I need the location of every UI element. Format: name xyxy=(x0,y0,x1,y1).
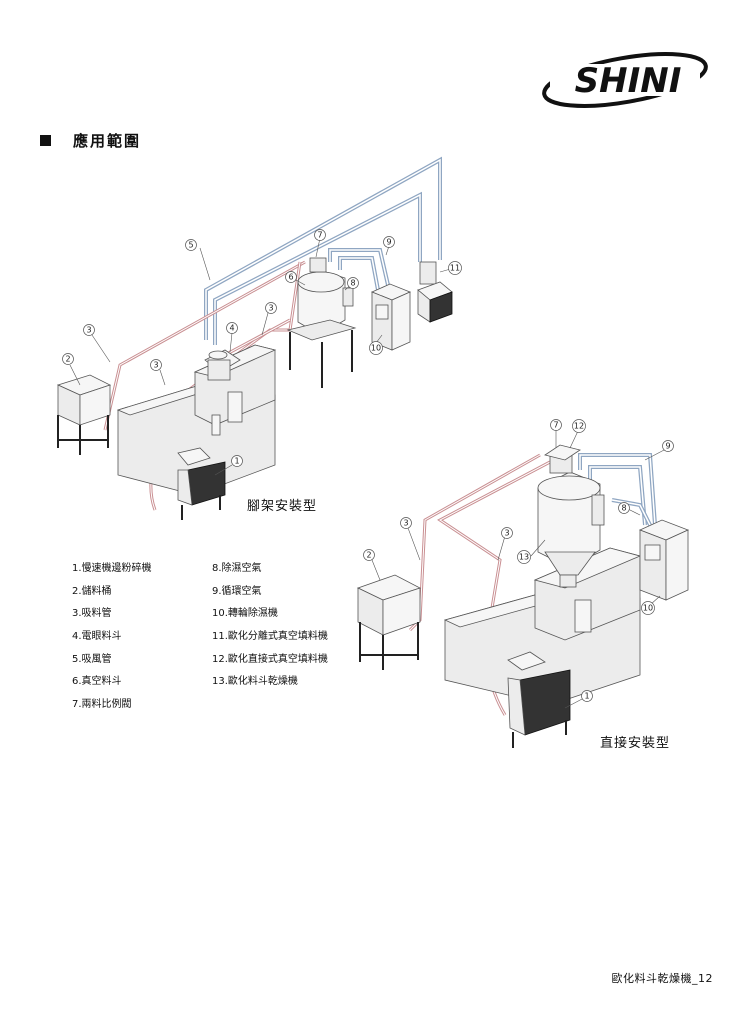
svg-text:3: 3 xyxy=(403,519,408,528)
callout-bottom-13: 13 xyxy=(517,550,531,564)
callout-top-3b: 3 xyxy=(150,359,162,371)
callout-bottom-3a: 3 xyxy=(400,517,412,529)
callout-top-5: 5 xyxy=(185,239,197,251)
callout-top-3c: 3 xyxy=(265,302,277,314)
svg-text:3: 3 xyxy=(504,529,509,538)
caption-stand-type: 腳架安裝型 xyxy=(247,499,318,514)
svg-text:10: 10 xyxy=(371,344,381,353)
section-header: 應用範圍 xyxy=(40,130,141,151)
svg-text:2: 2 xyxy=(65,355,70,364)
bottom-callouts: 1 2 3 3 7 8 9 10 12 13 xyxy=(363,419,674,709)
section-bullet xyxy=(40,135,51,146)
callout-top-9: 9 xyxy=(383,236,395,248)
callout-top-4: 4 xyxy=(226,322,238,334)
callout-top-6: 6 xyxy=(285,271,297,283)
legend-item: 8.除濕空氣 xyxy=(212,563,262,574)
callout-bottom-7: 7 xyxy=(550,419,562,431)
logo-text: SHINI xyxy=(575,61,682,101)
legend-item: 6.真空料斗 xyxy=(72,676,122,688)
svg-text:8: 8 xyxy=(621,504,626,513)
svg-text:7: 7 xyxy=(553,421,558,430)
svg-text:1: 1 xyxy=(234,457,239,466)
legend-item: 5.吸風管 xyxy=(72,653,112,665)
direct-type-scene: 1 2 3 3 7 8 9 10 12 13 xyxy=(356,419,690,748)
legend-item: 1.慢速機邊粉碎機 xyxy=(72,563,152,574)
svg-text:3: 3 xyxy=(268,304,273,313)
callout-bottom-8: 8 xyxy=(618,502,630,514)
stand-type-scene: 1 2 3 3 3 3 4 5 6 7 8 9 10 11 xyxy=(56,156,462,520)
callout-top-1: 1 xyxy=(231,455,243,467)
callout-bottom-9: 9 xyxy=(662,440,674,452)
legend-item: 11.歐化分離式真空填料機 xyxy=(212,631,328,643)
legend-item: 13.歐化料斗乾燥機 xyxy=(212,676,298,688)
callout-top-3a: 3 xyxy=(83,324,95,336)
legend-item: 10.轉輪除濕機 xyxy=(212,608,278,620)
svg-text:3: 3 xyxy=(86,326,91,335)
callout-top-7: 7 xyxy=(314,229,326,241)
svg-text:4: 4 xyxy=(229,324,234,333)
svg-text:6: 6 xyxy=(288,273,293,282)
svg-text:3: 3 xyxy=(153,361,158,370)
legend-item: 2.儲料桶 xyxy=(72,585,112,597)
legend-item: 12.歐化直接式真空填料機 xyxy=(212,653,328,665)
svg-text:8: 8 xyxy=(350,279,355,288)
svg-text:5: 5 xyxy=(188,241,193,250)
callout-top-8: 8 xyxy=(347,277,359,289)
legend-item: 4.電眼料斗 xyxy=(72,631,122,643)
legend-item: 3.吸料管 xyxy=(72,608,112,620)
callout-top-3d: 3 xyxy=(297,316,302,325)
callout-top-2: 2 xyxy=(62,353,74,365)
callout-bottom-12: 12 xyxy=(572,419,586,433)
svg-text:11: 11 xyxy=(450,264,460,273)
page-footer: 歐化料斗乾燥機_12 xyxy=(611,972,713,985)
legend-left: 1.慢速機邊粉碎機 2.儲料桶 3.吸料管 4.電眼料斗 5.吸風管 6.真空料… xyxy=(72,558,152,717)
svg-text:9: 9 xyxy=(665,442,670,451)
svg-text:13: 13 xyxy=(519,553,529,562)
caption-direct-type: 直接安裝型 xyxy=(600,736,671,751)
top-callouts: 1 2 3 3 3 3 4 5 6 7 8 9 10 11 xyxy=(62,229,462,476)
svg-text:7: 7 xyxy=(317,231,322,240)
svg-text:12: 12 xyxy=(574,422,584,431)
legend-right: 8.除濕空氣 9.循環空氣 10.轉輪除濕機 11.歐化分離式真空填料機 12.… xyxy=(212,558,328,694)
callout-bottom-1: 1 xyxy=(581,690,593,702)
callout-top-11: 11 xyxy=(448,261,462,275)
callout-bottom-2: 2 xyxy=(363,549,375,561)
callout-bottom-3b: 3 xyxy=(501,527,513,539)
callout-bottom-10: 10 xyxy=(641,601,655,615)
section-title: 應用範圍 xyxy=(73,132,142,150)
svg-text:2: 2 xyxy=(366,551,371,560)
svg-text:9: 9 xyxy=(386,238,391,247)
svg-text:1: 1 xyxy=(584,692,589,701)
legend-item: 7.兩料比例閥 xyxy=(72,699,132,711)
svg-text:10: 10 xyxy=(643,604,653,613)
shini-logo: SHINI xyxy=(542,52,708,108)
callout-top-10: 10 xyxy=(369,341,383,355)
legend-item: 9.循環空氣 xyxy=(212,585,262,597)
